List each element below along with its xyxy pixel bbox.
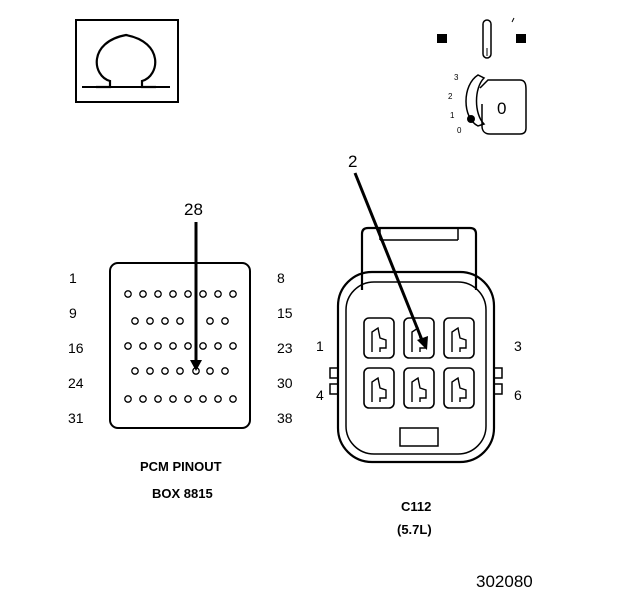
- pcm-pin: [206, 367, 214, 375]
- pcm-pin: [176, 367, 184, 375]
- pcm-pin-callout: 28: [184, 200, 203, 219]
- pcm-caption-line2: BOX 8815: [152, 486, 213, 501]
- pcm-pin: [199, 342, 207, 350]
- pcm-pinout: 1 9 16 24 31 8 15 23 30 38 28 PCM PINOUT…: [68, 200, 293, 501]
- pcm-pin: [124, 290, 132, 298]
- pcm-pin: [229, 342, 237, 350]
- pcm-pin: [184, 395, 192, 403]
- pcm-pin: [214, 395, 222, 403]
- connector-pin-label-1: 1: [316, 338, 324, 354]
- pcm-row-end-label: 38: [277, 410, 293, 426]
- ignition-position-2: 2: [448, 92, 453, 101]
- pcm-callout-arrowhead: [190, 360, 202, 371]
- pcm-row-start-label: 9: [69, 305, 77, 321]
- connector-caption-line2: (5.7L): [397, 522, 432, 537]
- connector-cavity: [403, 317, 435, 359]
- pcm-pin: [184, 342, 192, 350]
- pcm-pin: [176, 317, 184, 325]
- pcm-pin: [146, 367, 154, 375]
- connector-callout-arrowhead: [417, 336, 428, 350]
- pcm-pin: [161, 317, 169, 325]
- connector-pin-label-6: 6: [514, 387, 522, 403]
- pcm-pin: [131, 367, 139, 375]
- pcm-pin: [206, 317, 214, 325]
- connector-terminal: [371, 376, 387, 402]
- pcm-row-end-label: 30: [277, 375, 293, 391]
- pcm-pin: [154, 342, 162, 350]
- connector-terminal: [411, 376, 427, 402]
- pcm-pin: [124, 342, 132, 350]
- pcm-row-end-label: 23: [277, 340, 293, 356]
- c112-connector: 1 4 3 6 2 C112 (5.7L): [316, 152, 522, 537]
- pcm-pin: [214, 290, 222, 298]
- connector-caption-line1: C112: [401, 499, 431, 514]
- pcm-pin: [229, 395, 237, 403]
- ignition-position-1: 1: [450, 111, 455, 120]
- connector-callout-arrow: [353, 172, 424, 341]
- pcm-pin: [139, 342, 147, 350]
- connector-terminal: [451, 376, 467, 402]
- pcm-row-start-label: 31: [68, 410, 84, 426]
- ignition-position-3: 3: [454, 73, 459, 82]
- connector-cavity: [443, 317, 475, 359]
- connector-cavity: [403, 367, 435, 409]
- pcm-pin: [169, 290, 177, 298]
- connector-terminal: [371, 326, 387, 352]
- pcm-pin: [146, 317, 154, 325]
- connector-cavity: [363, 317, 395, 359]
- ignition-position-0: 0: [457, 126, 462, 135]
- connector-cavities: [363, 317, 475, 409]
- pcm-pin: [169, 342, 177, 350]
- pcm-caption-line1: PCM PINOUT: [140, 459, 222, 474]
- pcm-pin: [221, 317, 229, 325]
- pcm-pin: [139, 395, 147, 403]
- connector-pin-callout: 2: [348, 152, 357, 171]
- pcm-pin: [161, 367, 169, 375]
- pcm-pin: [169, 395, 177, 403]
- pcm-pin: [221, 367, 229, 375]
- pcm-pin: [214, 342, 222, 350]
- connector-pin-label-3: 3: [514, 338, 522, 354]
- figure-id: 302080: [476, 572, 533, 591]
- pcm-pin: [184, 290, 192, 298]
- connector-pin-label-4: 4: [316, 387, 324, 403]
- pcm-pin: [199, 395, 207, 403]
- pcm-row-start-label: 24: [68, 375, 84, 391]
- pcm-row-end-label: 8: [277, 270, 285, 286]
- pcm-pin: [229, 290, 237, 298]
- pcm-row-start-label: 1: [69, 270, 77, 286]
- ohmmeter-icon: [75, 19, 179, 103]
- ignition-switch-icon: 3 2 1 0 0: [437, 17, 527, 135]
- pcm-row-end-label: 15: [277, 305, 293, 321]
- pcm-row-start-label: 16: [68, 340, 84, 356]
- pcm-pin-grid: [124, 290, 237, 403]
- connector-cavity: [443, 367, 475, 409]
- pcm-pin: [139, 290, 147, 298]
- pcm-pin: [154, 395, 162, 403]
- pcm-pin: [154, 290, 162, 298]
- pcm-pin: [199, 290, 207, 298]
- pcm-pin: [124, 395, 132, 403]
- ignition-key-label: 0: [497, 99, 506, 118]
- pcm-pin: [131, 317, 139, 325]
- connector-terminal: [451, 326, 467, 352]
- connector-cavity: [363, 367, 395, 409]
